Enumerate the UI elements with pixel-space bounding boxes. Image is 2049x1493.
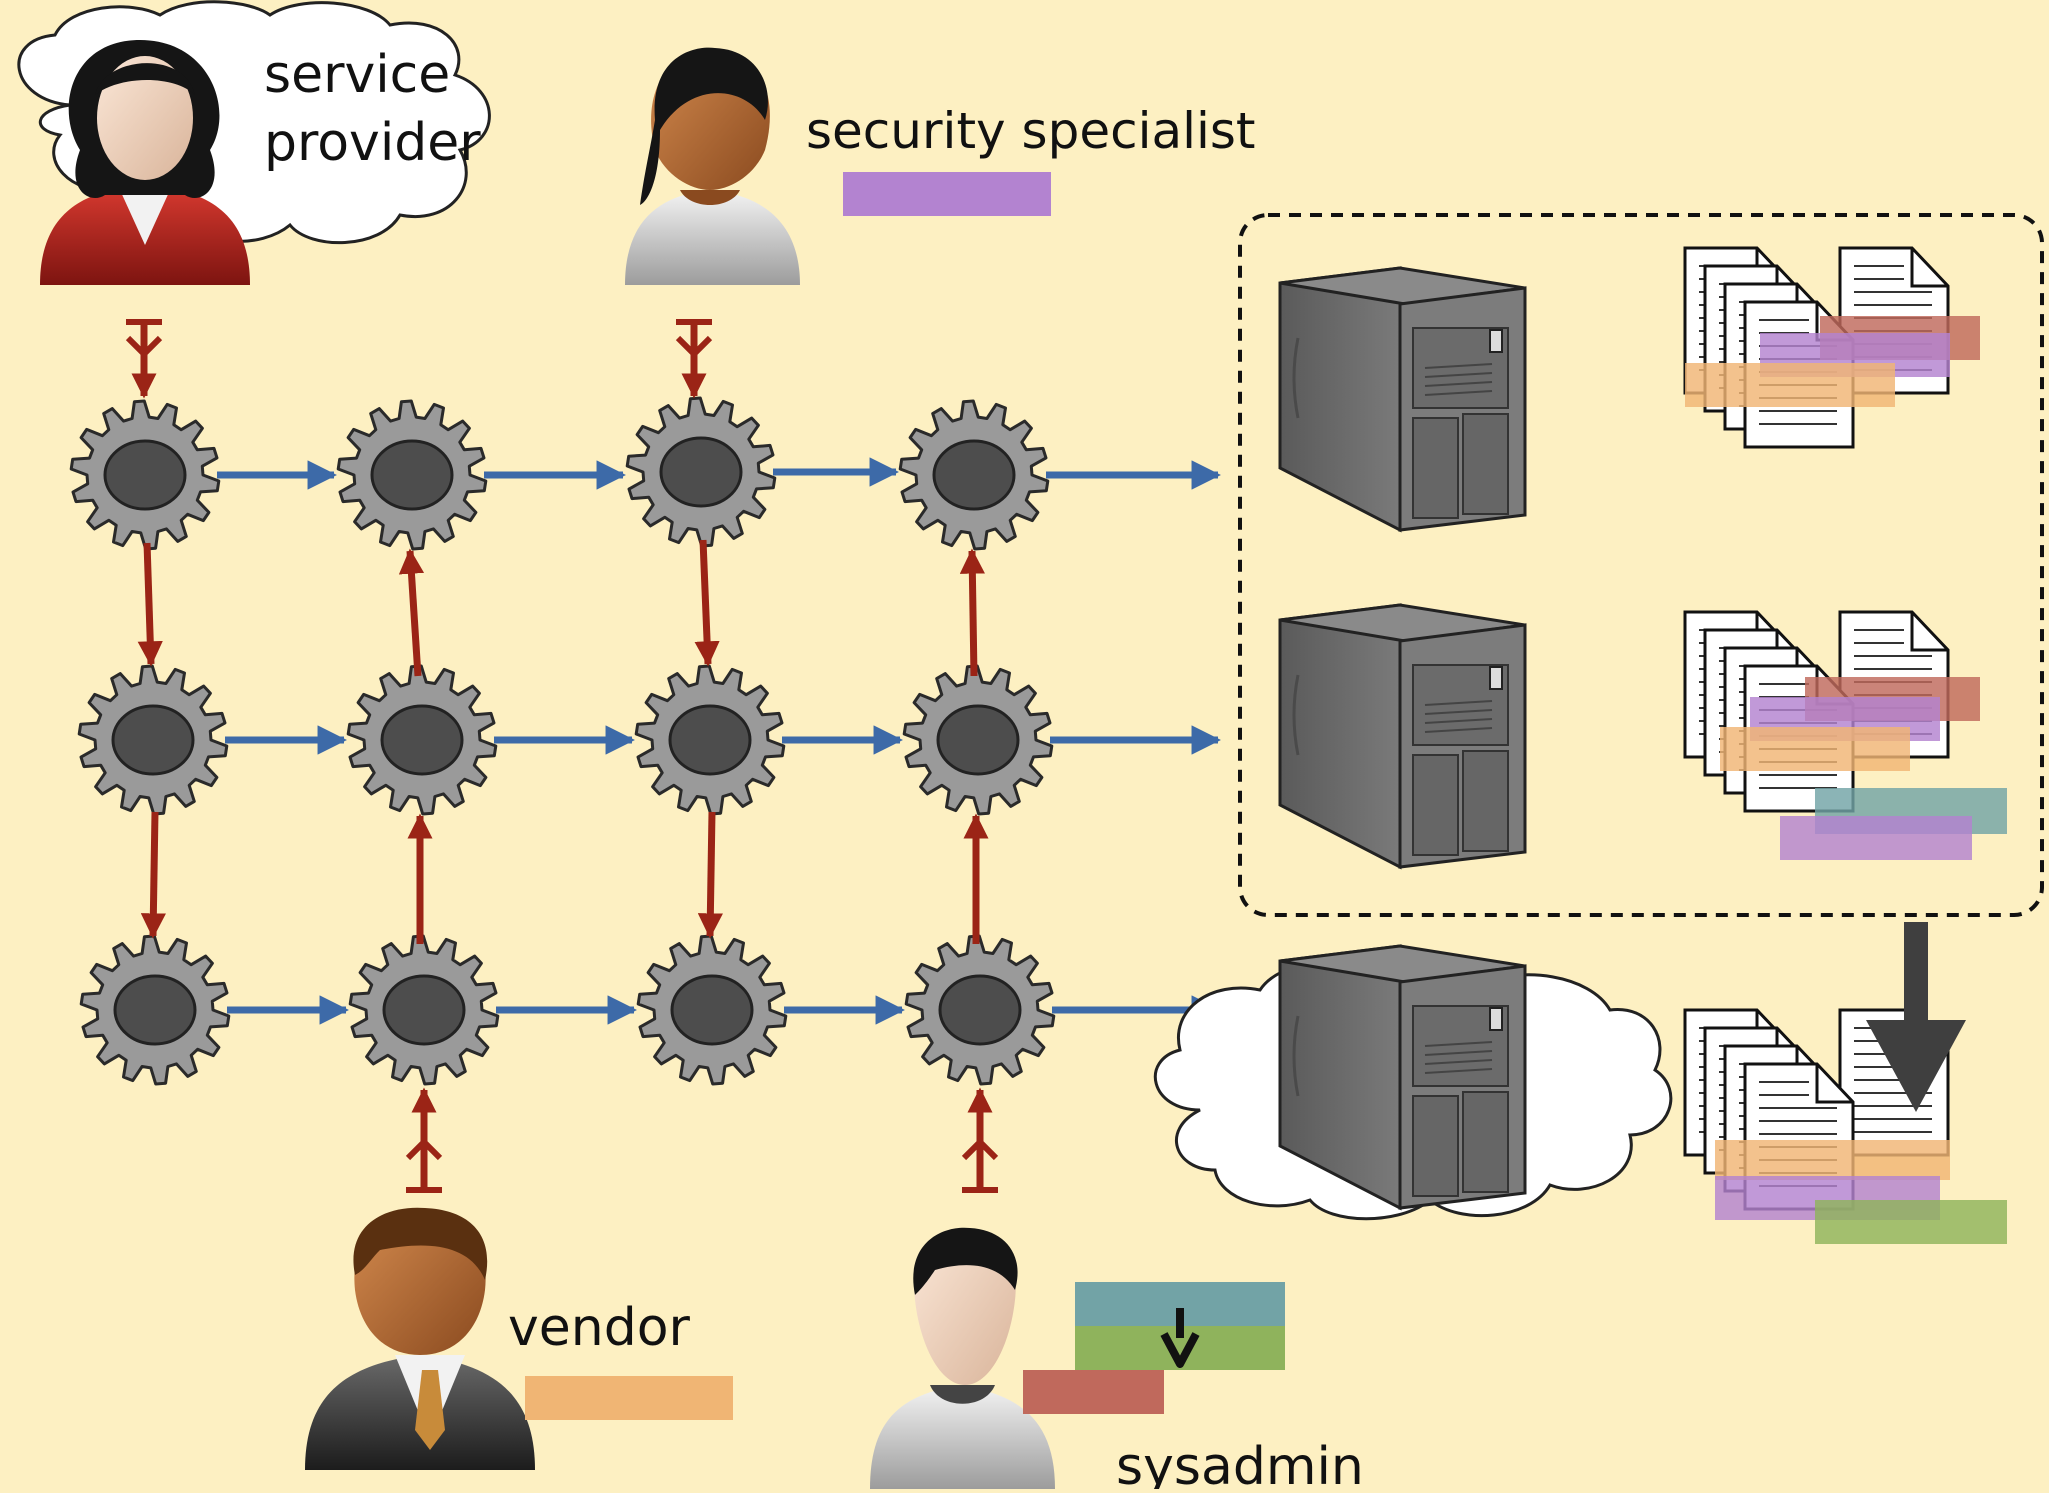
control-arrow [140,811,166,939]
content-tag [1720,727,1910,771]
control-arrow [961,1137,999,1161]
vendor-tag [525,1376,733,1420]
gear-icon [898,399,1050,551]
gear-icon [625,396,777,548]
tag-change-arrow [1160,1308,1200,1368]
gear-icon [336,399,488,551]
woman-avatar-icon [40,40,250,285]
content-tag [1815,1200,2007,1244]
service-provider-actor: service provider [17,0,491,285]
gear-icon [904,934,1056,1086]
service-provider-label-line2: provider [264,113,481,173]
control-arrow [405,1137,443,1161]
gear-icon [348,934,500,1086]
document-stack-icon [1683,610,2007,860]
gear-icon [634,664,786,816]
gear-icon [69,399,221,551]
servers [1278,266,1527,1211]
service-provider-label-line1: service [264,45,450,105]
content-tag [1780,816,1972,860]
move-down-arrow [1866,922,1966,1112]
security-specialist-tag [843,172,1051,216]
gear-icon [346,664,498,816]
control-arrow [697,811,723,939]
gear-icon [77,664,229,816]
control-arrow [694,539,720,667]
woman-avatar-icon [625,47,800,285]
man-avatar-icon [870,1227,1055,1489]
control-arrow [959,548,985,677]
control-arrow [137,542,163,667]
sysadmin-actor: sysadmin [870,1227,1364,1493]
server-tower-icon [1278,603,1527,870]
security-specialist-actor: security specialist [625,47,1256,285]
gear-icon [636,934,788,1086]
deployment-group-box [1238,213,2044,917]
server-tower-icon [1278,266,1527,533]
gear-icon [79,934,231,1086]
man-suit-avatar-icon [305,1207,535,1470]
control-arrows [125,319,999,1193]
gear-grid [69,396,1056,1086]
gear-icon [902,664,1054,816]
server-tower-icon [1278,944,1527,1211]
content-tag [1715,1140,1950,1180]
document-stack-icon [1683,246,1980,449]
sysadmin-tag-red [1023,1370,1164,1414]
pipeline-arrows [217,457,1221,1025]
security-specialist-label: security specialist [806,102,1256,160]
content-tag [1685,363,1895,407]
vendor-label: vendor [508,1298,691,1358]
sysadmin-label: sysadmin [1116,1437,1364,1489]
document-stack-icon [1683,1008,2007,1244]
document-stacks [1683,246,2007,1244]
control-arrow [398,548,425,677]
vendor-actor: vendor [305,1207,733,1470]
